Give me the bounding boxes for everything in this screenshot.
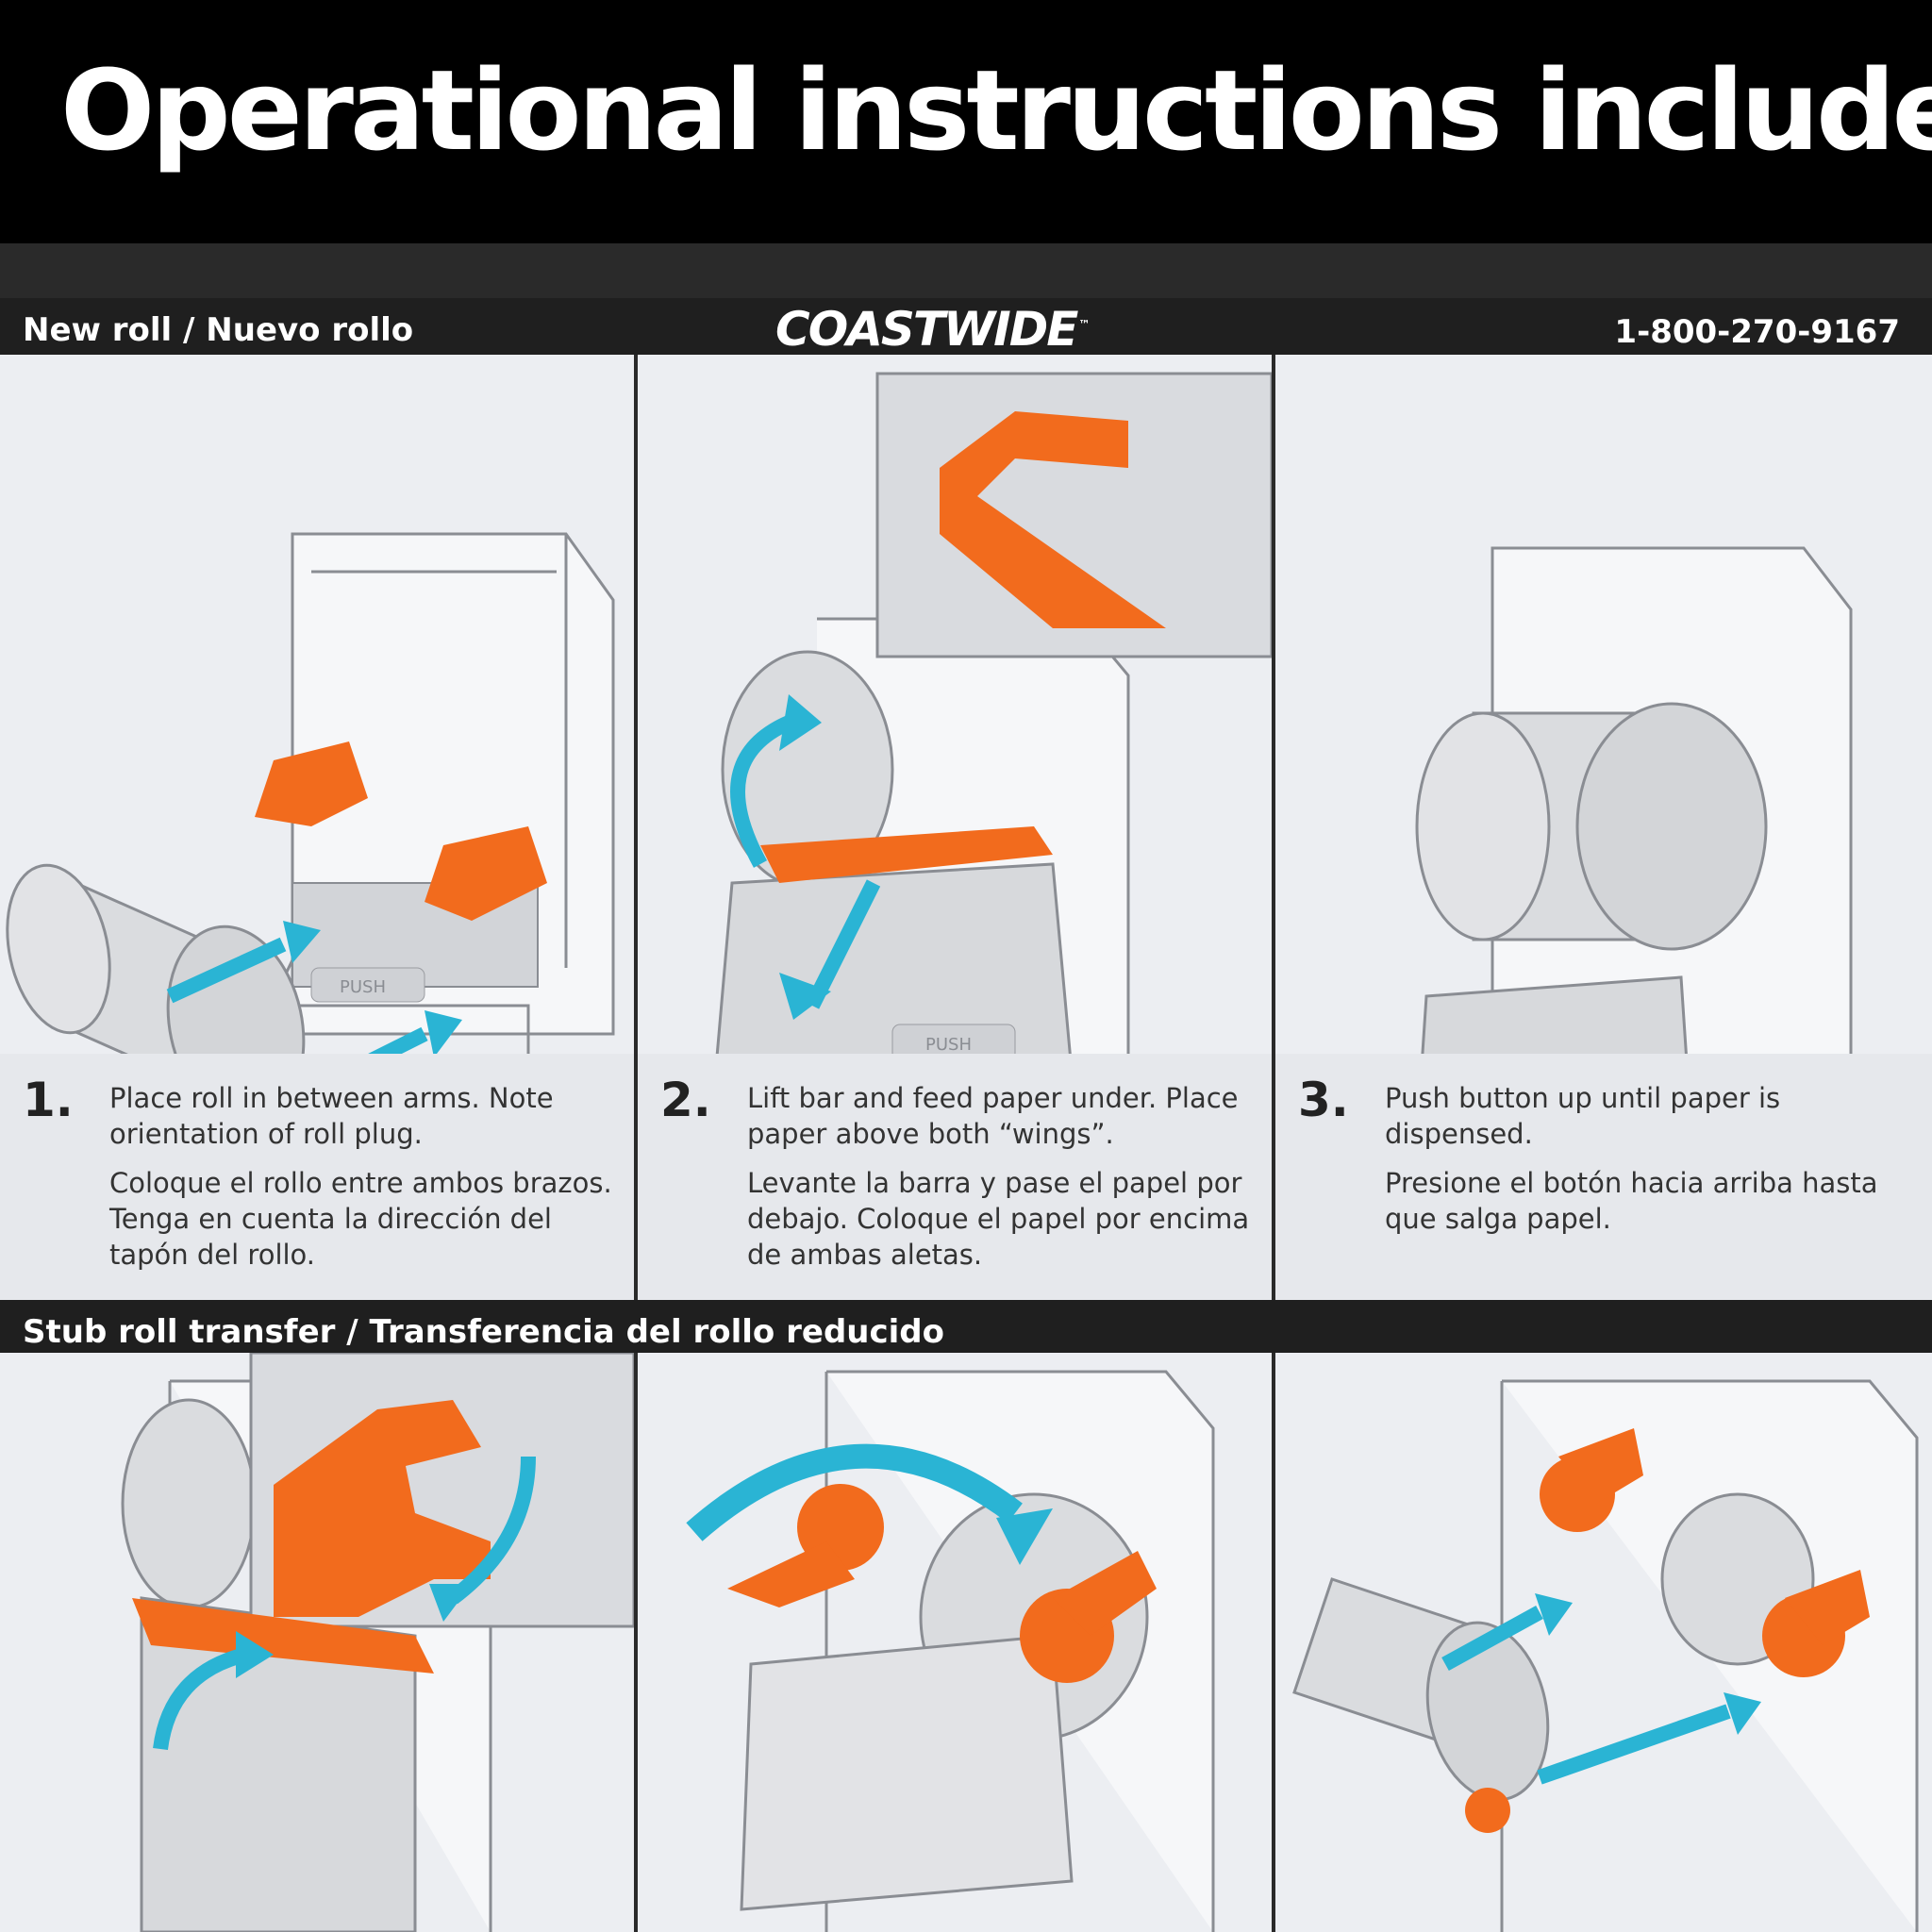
step-text-2: 2. Lift bar and feed paper under. Place … [638, 1054, 1272, 1300]
push-button-label: PUSH [340, 977, 386, 997]
illustration-place-roll: PUSH [6, 532, 615, 1054]
lift-bar [760, 826, 1053, 883]
section-title-stub-roll: Stub roll transfer / Transferencia del r… [23, 1313, 944, 1351]
push-button-label: PUSH [925, 1035, 972, 1054]
step-text-3: 3. Push button up until paper is dispens… [1275, 1054, 1932, 1300]
stub-panel-2 [638, 1353, 1272, 1932]
arrow-icons [1441, 1605, 1731, 1785]
illustration-stub-new-roll [1292, 1379, 1919, 1932]
step-text-en: Push button up until paper is dispensed. [1385, 1082, 1781, 1150]
trademark-mark: ™ [1078, 318, 1090, 332]
step-text-en: Lift bar and feed paper under. Place pap… [747, 1082, 1239, 1150]
step-panel-1: PUSH 1. Place roll in betwee [0, 355, 634, 1300]
header-banner: Operational instructions included [0, 0, 1932, 243]
step-number: 1. [23, 1073, 74, 1127]
lift-bar [132, 1598, 434, 1674]
brand-name: COASTWIDE [775, 302, 1078, 357]
roll-plug-icon [1465, 1788, 1510, 1833]
arrow-icon [686, 1443, 1023, 1541]
arrow-icons [166, 921, 462, 1054]
stub-panel-3 [1275, 1353, 1932, 1932]
step-text-es: Presione el botón hacia arriba hasta que… [1385, 1167, 1878, 1235]
step-panel-3: PUSH 3. Push button up until paper is di… [1275, 355, 1932, 1300]
step-text-es: Coloque el rollo entre ambos brazos. Ten… [109, 1167, 612, 1271]
dispenser-arms [1540, 1428, 1870, 1677]
dispenser-arms [255, 741, 547, 921]
arrow-icons [730, 715, 881, 1009]
phone-number: 1-800-270-9167 [1614, 313, 1900, 351]
step-number: 2. [660, 1073, 711, 1127]
illustration-push-button: PUSH [1415, 546, 1853, 1054]
step-text-1: 1. Place roll in between arms. Note orie… [0, 1054, 634, 1300]
zoom-inset [249, 1353, 634, 1628]
illustration-feed-paper: PUSH [715, 372, 1272, 1054]
section-bar-stub-roll: Stub roll transfer / Transferencia del r… [0, 1300, 1932, 1353]
step-text-en: Place roll in between arms. Note orienta… [109, 1082, 554, 1150]
step-text-es: Levante la barra y pase el papel por deb… [747, 1167, 1250, 1271]
page-title: Operational instructions included [60, 45, 1932, 175]
step-panel-2: PUSH 2. Lift bar and feed paper under. P… [638, 355, 1272, 1300]
step-number: 3. [1298, 1073, 1349, 1127]
section-title-new-roll: New roll / Nuevo rollo [23, 311, 414, 349]
zoom-inset [875, 372, 1272, 658]
illustration-stub-lift-bar [121, 1353, 634, 1932]
stub-panel-1 [0, 1353, 634, 1932]
dispenser-arms [727, 1484, 1157, 1683]
paper-sheet [715, 862, 1072, 1054]
illustration-stub-move-roll [686, 1370, 1215, 1932]
